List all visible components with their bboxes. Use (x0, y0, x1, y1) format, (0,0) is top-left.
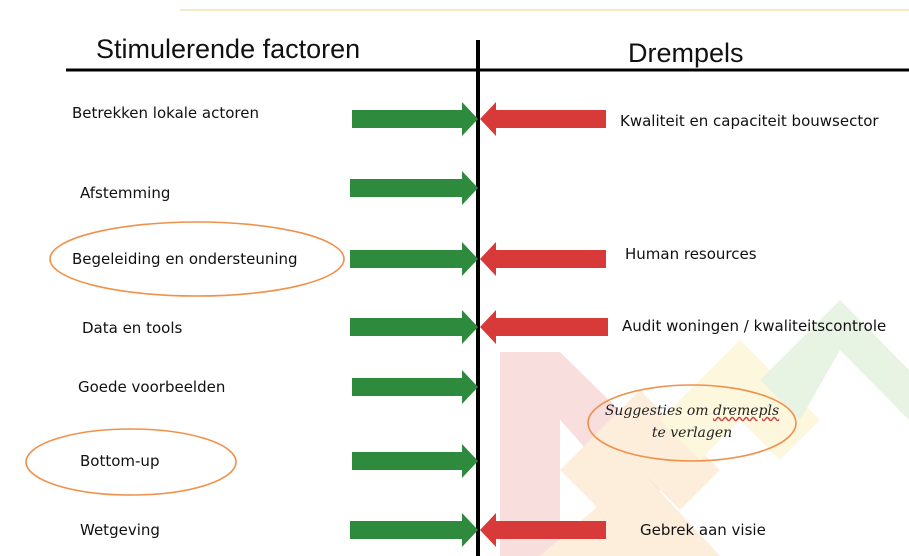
suggestion-note: Suggesties om dremepls te verlagen (592, 400, 792, 444)
factor-label-begeleiding: Begeleiding en ondersteuning (72, 250, 298, 268)
barrier-label-audit: Audit woningen / kwaliteitscontrole (622, 317, 887, 335)
ellipse-begeleiding (49, 221, 345, 297)
watermark-green-chevron (760, 300, 909, 420)
ellipses-group (25, 221, 797, 496)
factor-label-voorbeelden: Goede voorbeelden (78, 378, 226, 396)
green-arrow-wetgeving (350, 513, 478, 547)
right-heading: Drempels (628, 38, 744, 68)
arrows-group (350, 102, 608, 547)
factor-label-wetgeving: Wetgeving (80, 521, 160, 539)
suggestion-note-line2: te verlagen (651, 425, 733, 441)
factor-label-bottom-up: Bottom-up (80, 452, 160, 470)
ellipse-bottom-up (25, 428, 237, 496)
green-arrow-betrekken (352, 102, 478, 136)
red-arrow-audit (480, 310, 608, 344)
green-arrow-begeleiding (350, 242, 478, 276)
green-arrow-voorbeelden (352, 370, 478, 404)
barrier-label-bouwsector: Kwaliteit en capaciteit bouwsector (620, 112, 879, 130)
red-arrow-human-resources (480, 242, 606, 276)
factor-label-afstemming: Afstemming (80, 184, 171, 202)
barrier-label-visie: Gebrek aan visie (640, 521, 766, 539)
suggestion-note-line1: Suggesties om dremepls (592, 400, 792, 422)
green-arrow-bottom-up (352, 444, 478, 478)
ellipse-suggestion (587, 384, 797, 462)
green-arrow-afstemming (350, 171, 478, 205)
barrier-label-human-resources: Human resources (625, 245, 757, 263)
suggestion-note-text-b: dremepls (713, 403, 780, 419)
red-arrow-visie (480, 513, 606, 547)
left-heading: Stimulerende factoren (96, 34, 361, 64)
suggestion-note-text-a: Suggesties om (604, 403, 714, 419)
factor-label-betrekken: Betrekken lokale actoren (72, 104, 260, 122)
watermark-red-shape (500, 352, 560, 556)
green-arrow-data-tools (350, 310, 478, 344)
factor-label-data-tools: Data en tools (82, 319, 183, 337)
watermark-yellow-chevron (660, 340, 820, 460)
red-arrow-bouwsector (480, 102, 606, 136)
watermark-orange-chevron (560, 390, 720, 510)
